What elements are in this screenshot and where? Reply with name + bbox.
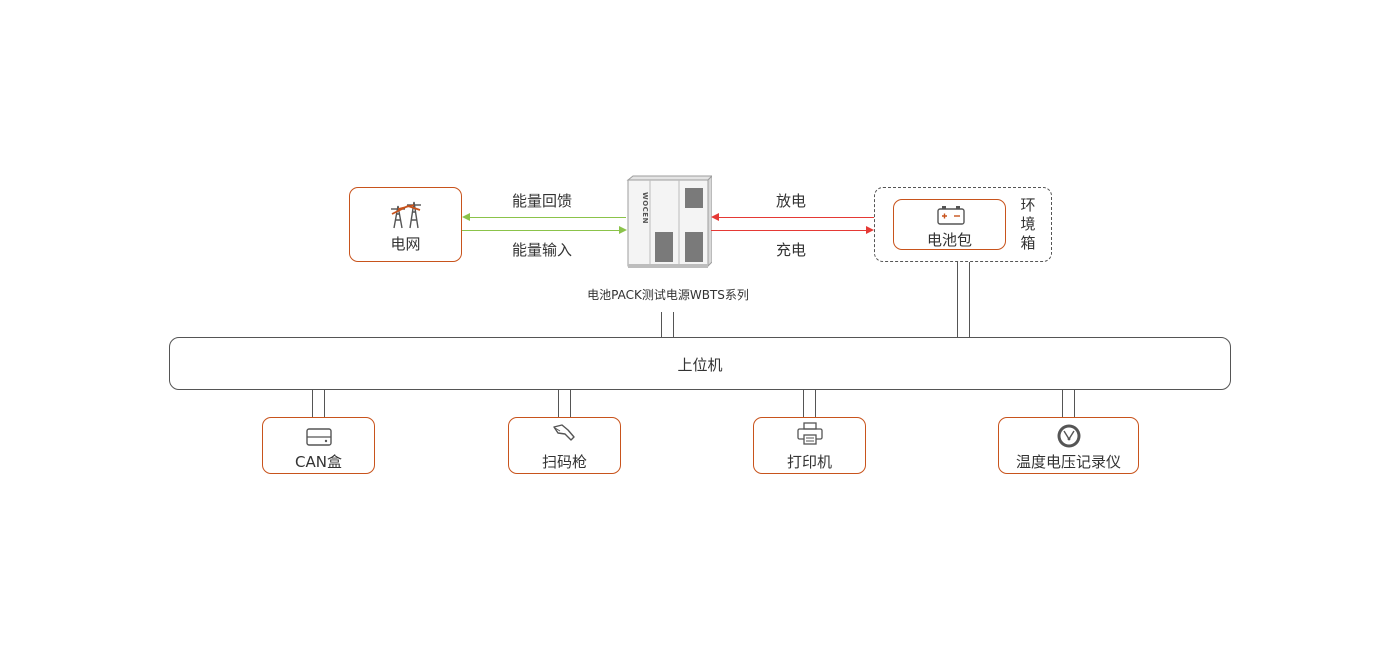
charge-line	[711, 230, 867, 231]
recorder-node: 温度电压记录仪	[998, 417, 1139, 474]
device-label: 电池PACK测试电源WBTS系列	[587, 288, 749, 302]
battery-icon	[937, 206, 965, 225]
can-box-icon	[306, 428, 332, 446]
can-connector-b	[324, 390, 325, 417]
test-power-cabinet-icon	[626, 175, 712, 268]
recorder-connector-a	[1062, 390, 1063, 417]
host-computer-bar: 上位机	[169, 337, 1231, 390]
can-box-node: CAN盒	[262, 417, 375, 474]
can-box-label: CAN盒	[295, 453, 342, 471]
scanner-label: 扫码枪	[541, 453, 587, 471]
battery-node: 电池包	[893, 199, 1006, 250]
device-host-connector-b	[673, 312, 674, 338]
scanner-connector-b	[570, 390, 571, 417]
battery-label: 电池包	[926, 231, 972, 249]
host-label: 上位机	[677, 356, 723, 374]
recorder-label: 温度电压记录仪	[1015, 453, 1121, 471]
printer-label: 打印机	[786, 453, 832, 471]
arrow-left-green-icon	[462, 213, 470, 221]
chamber-label: 环境箱	[1020, 196, 1036, 252]
energy-input-label: 能量输入	[512, 241, 573, 259]
environment-chamber	[874, 187, 1052, 262]
chamber-host-connector-a	[957, 262, 958, 338]
printer-icon	[797, 422, 823, 445]
scanner-node: 扫码枪	[508, 417, 621, 474]
energy-input-line	[462, 230, 620, 231]
device-host-connector-a	[661, 312, 662, 338]
power-tower-icon	[391, 201, 421, 229]
printer-connector-b	[815, 390, 816, 417]
barcode-scanner-icon	[553, 424, 575, 441]
discharge-label: 放电	[776, 192, 807, 210]
scanner-connector-a	[558, 390, 559, 417]
grid-node: 电网	[349, 187, 462, 262]
printer-connector-a	[803, 390, 804, 417]
recorder-connector-b	[1074, 390, 1075, 417]
arrow-left-red-icon	[711, 213, 719, 221]
energy-feedback-line	[468, 217, 626, 218]
charge-label: 充电	[776, 241, 807, 259]
can-connector-a	[312, 390, 313, 417]
device-brand-label: WOCEN	[641, 192, 649, 224]
energy-feedback-label: 能量回馈	[512, 192, 573, 210]
chamber-host-connector-b	[969, 262, 970, 338]
printer-node: 打印机	[753, 417, 866, 474]
gauge-icon	[1057, 424, 1081, 448]
discharge-line	[718, 217, 874, 218]
arrow-right-red-icon	[866, 226, 874, 234]
arrow-right-green-icon	[619, 226, 627, 234]
grid-label: 电网	[390, 235, 421, 253]
